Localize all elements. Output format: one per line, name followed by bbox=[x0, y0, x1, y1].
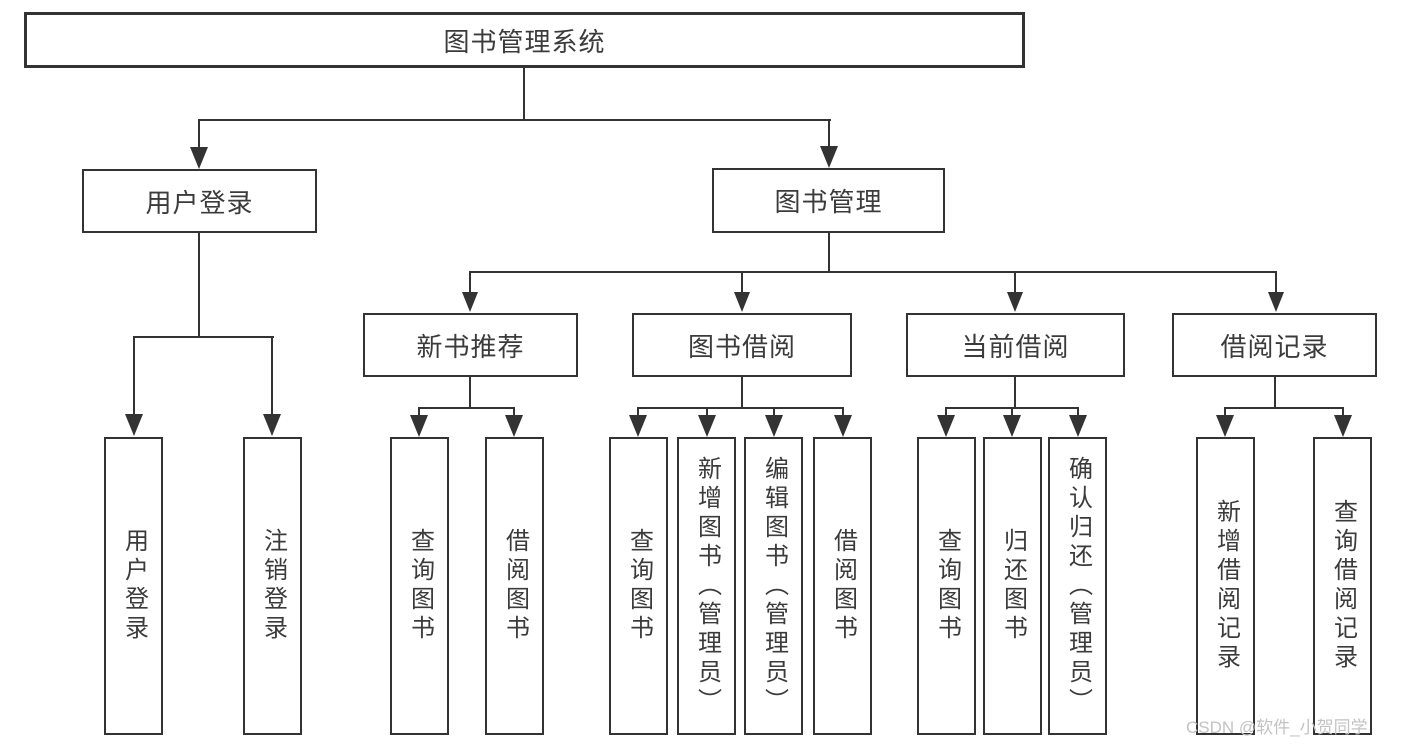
arrowhead-group-icon bbox=[1007, 292, 1023, 312]
connector-book-mgmt-stem bbox=[828, 233, 830, 273]
connector-leaf-drop bbox=[271, 336, 273, 414]
leaf-edit-book-admin: 编辑图书（管理员） bbox=[744, 437, 803, 735]
connector-leaf-drop bbox=[1077, 407, 1079, 417]
connector-leaf-drop bbox=[637, 407, 639, 417]
connector-group-drop bbox=[1014, 271, 1016, 292]
connector-borrow-record-rail bbox=[1224, 407, 1344, 409]
arrowhead-leaf-icon bbox=[125, 414, 143, 436]
arrowhead-leaf-icon bbox=[765, 415, 783, 437]
node-user-login: 用户登录 bbox=[82, 169, 317, 233]
connector-new-book-rec-stem bbox=[469, 377, 471, 409]
leaf-query-borrow-record: 查询借阅记录 bbox=[1313, 437, 1372, 735]
arrowhead-leaf-icon bbox=[629, 415, 647, 437]
arrowhead-group-icon bbox=[462, 292, 478, 312]
connector-leaf-drop bbox=[773, 407, 775, 417]
leaf-borrow-book: 借阅图书 bbox=[813, 437, 872, 735]
connector-leaf-drop bbox=[513, 407, 515, 417]
leaf-borrow-book-rec: 借阅图书 bbox=[485, 437, 544, 735]
connector-leaf-drop bbox=[706, 407, 708, 417]
connector-leaf-drop bbox=[418, 407, 420, 417]
arrowhead-leaf-icon bbox=[410, 415, 428, 437]
connector-user-login-stem bbox=[198, 233, 200, 338]
arrowhead-leaf-icon bbox=[263, 414, 281, 436]
leaf-return-book: 归还图书 bbox=[983, 437, 1042, 735]
connector-user-login-rail bbox=[133, 336, 274, 338]
connector-group-drop bbox=[1275, 271, 1277, 292]
arrowhead-leaf-icon bbox=[1003, 415, 1021, 437]
arrowhead-group-icon bbox=[1268, 292, 1284, 312]
connector-book-borrow-rail bbox=[637, 407, 844, 409]
arrowhead-leaf-icon bbox=[505, 415, 523, 437]
connector-root-stem bbox=[523, 68, 525, 121]
connector-leaf-drop bbox=[842, 407, 844, 417]
arrowhead-book-mgmt-icon bbox=[820, 146, 838, 168]
connector-leaf-drop bbox=[1011, 407, 1013, 417]
connector-current-borrow-stem bbox=[1014, 377, 1016, 409]
node-new-book-rec: 新书推荐 bbox=[363, 313, 578, 377]
connector-level2-rail bbox=[198, 119, 831, 121]
connector-leaf-drop bbox=[1342, 407, 1344, 417]
connector-user-login-drop bbox=[198, 119, 200, 147]
node-book-borrow: 图书借阅 bbox=[632, 313, 852, 377]
leaf-user-login: 用户登录 bbox=[104, 437, 163, 735]
connector-borrow-record-stem bbox=[1274, 377, 1276, 409]
leaf-add-book-admin: 新增图书（管理员） bbox=[677, 437, 736, 735]
leaf-confirm-return-admin: 确认归还（管理员） bbox=[1048, 437, 1107, 735]
node-current-borrow: 当前借阅 bbox=[906, 313, 1125, 377]
node-root: 图书管理系统 bbox=[24, 12, 1025, 68]
arrowhead-leaf-icon bbox=[1334, 415, 1352, 437]
connector-level3-rail bbox=[469, 271, 1277, 273]
connector-book-borrow-stem bbox=[741, 377, 743, 409]
arrowhead-leaf-icon bbox=[834, 415, 852, 437]
leaf-query-book-rec: 查询图书 bbox=[390, 437, 449, 735]
connector-group-drop bbox=[469, 271, 471, 292]
connector-leaf-drop bbox=[945, 407, 947, 417]
connector-group-drop bbox=[741, 271, 743, 292]
arrowhead-leaf-icon bbox=[698, 415, 716, 437]
connector-leaf-drop bbox=[1224, 407, 1226, 417]
arrowhead-leaf-icon bbox=[1069, 415, 1087, 437]
leaf-logout: 注销登录 bbox=[243, 437, 302, 735]
arrowhead-leaf-icon bbox=[1216, 415, 1234, 437]
connector-new-book-rec-rail bbox=[418, 407, 515, 409]
arrowhead-leaf-icon bbox=[937, 415, 955, 437]
csdn-watermark: CSDN @软件_小贺同学 bbox=[1186, 718, 1368, 737]
connector-leaf-drop bbox=[133, 336, 135, 414]
leaf-query-book-current: 查询图书 bbox=[917, 437, 976, 735]
leaf-query-book-borrow: 查询图书 bbox=[609, 437, 668, 735]
arrowhead-group-icon bbox=[734, 292, 750, 312]
leaf-add-borrow-record: 新增借阅记录 bbox=[1196, 437, 1255, 735]
node-borrow-record: 借阅记录 bbox=[1172, 313, 1377, 377]
node-book-mgmt: 图书管理 bbox=[712, 168, 945, 233]
connector-book-mgmt-drop bbox=[828, 119, 830, 146]
arrowhead-user-login-icon bbox=[190, 147, 208, 169]
